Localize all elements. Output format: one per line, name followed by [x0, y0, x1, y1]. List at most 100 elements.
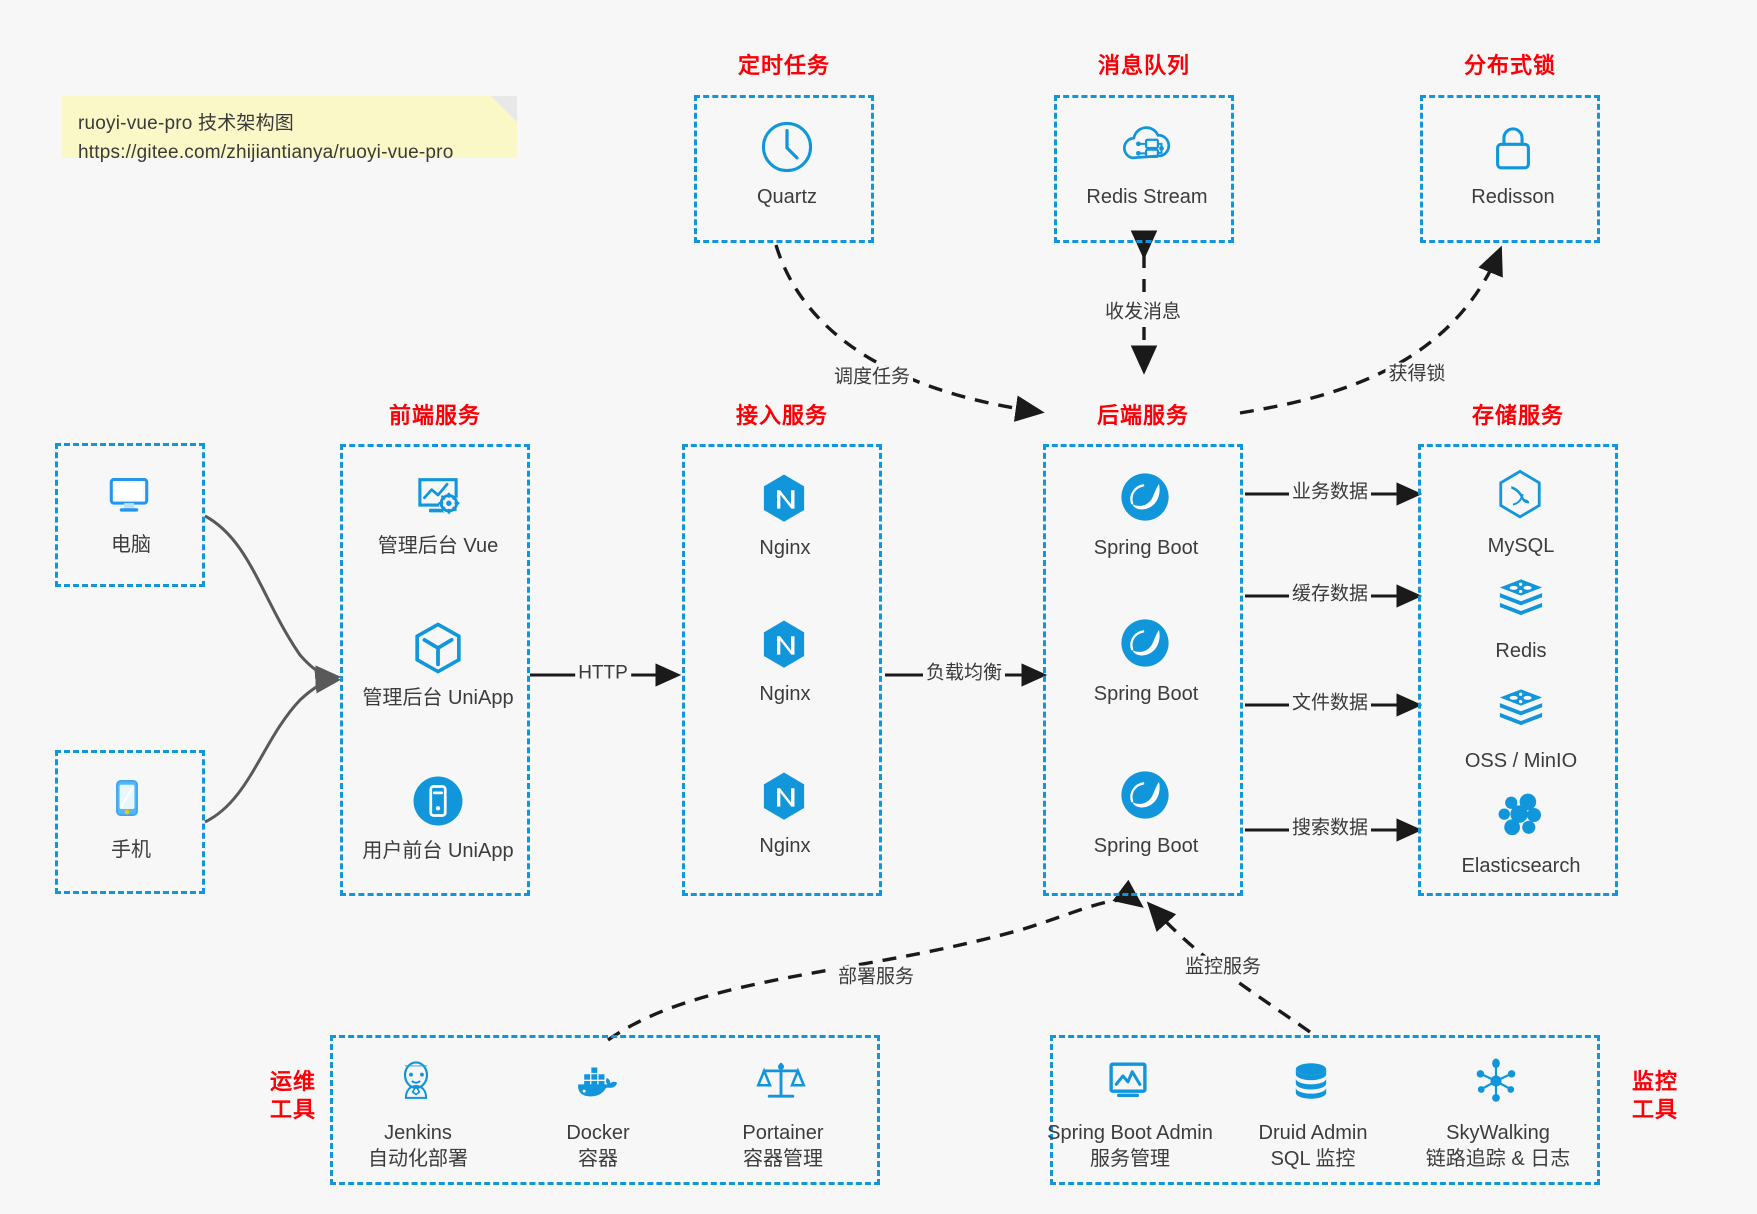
node-skywalking[interactable]: SkyWalking 链路追踪 & 日志: [1403, 1054, 1593, 1173]
edge-label-send-receive-message: 收发消息: [1101, 300, 1185, 326]
node-redis[interactable]: Redis: [1426, 572, 1616, 664]
group-title-backend: 后端服务: [1096, 403, 1189, 428]
node-spring-boot-admin[interactable]: Spring Boot Admin 服务管理: [1035, 1054, 1225, 1173]
diagram-note: ruoyi-vue-pro 技术架构图 https://gitee.com/zh…: [62, 96, 517, 163]
node-label: OSS / MinIO: [1464, 750, 1578, 772]
node-label: 管理后台 Vue: [377, 535, 499, 557]
node-mobile[interactable]: 手机: [36, 771, 226, 863]
group-box-frontend: 管理后台 Vue 管理后台 UniApp 用户前台 UniApp: [340, 444, 530, 896]
redis-stack-icon: [1492, 572, 1550, 630]
mysql-dolphin-icon: [1492, 467, 1550, 525]
edge-acquire-lock: [1239, 245, 1503, 415]
edge-label-schedule-task: 调度任务: [830, 365, 914, 391]
node-label: Redis: [1495, 640, 1547, 662]
group-title-scheduled-task: 定时任务: [737, 53, 830, 78]
node-nginx-1[interactable]: Nginx: [690, 469, 880, 561]
node-label: Spring Boot Admin: [1047, 1122, 1213, 1144]
node-elasticsearch[interactable]: Elasticsearch: [1426, 787, 1616, 879]
node-quartz[interactable]: Quartz: [692, 118, 882, 210]
node-jenkins[interactable]: Jenkins 自动化部署: [323, 1054, 513, 1173]
edge-label-file-data: 文件数据: [1288, 691, 1372, 717]
node-user-uniapp[interactable]: 用户前台 UniApp: [343, 772, 533, 864]
group-title-devops: 运维 工具: [258, 1068, 328, 1123]
node-sublabel: 服务管理: [1090, 1148, 1170, 1170]
node-label: 手机: [111, 839, 151, 861]
node-mysql[interactable]: MySQL: [1426, 467, 1616, 559]
group-box-client-desktop: 电脑: [55, 443, 205, 587]
group-box-client-mobile: 手机: [55, 750, 205, 894]
scales-balance-icon: [754, 1054, 812, 1112]
node-label: Quartz: [756, 186, 818, 208]
node-label: Druid Admin: [1258, 1122, 1368, 1144]
node-sublabel: 容器管理: [743, 1148, 823, 1170]
group-title-monitoring-line2: 工具: [1631, 1096, 1678, 1122]
node-nginx-3[interactable]: Nginx: [690, 767, 880, 859]
node-label: Spring Boot: [1093, 835, 1199, 857]
node-label: Redisson: [1471, 186, 1555, 208]
group-title-gateway: 接入服务: [735, 403, 828, 428]
group-box-backend: Spring Boot Spring Boot Spring Boot: [1043, 444, 1243, 896]
group-box-message-queue: Redis Stream: [1054, 95, 1234, 243]
elasticsearch-icon: [1492, 787, 1550, 845]
node-label: SkyWalking: [1446, 1122, 1550, 1144]
lock-icon: [1484, 118, 1542, 176]
node-spring-boot-1[interactable]: Spring Boot: [1051, 469, 1241, 561]
node-label: Nginx: [759, 683, 811, 705]
group-title-frontend: 前端服务: [388, 403, 481, 428]
smartphone-icon: [102, 771, 160, 829]
group-title-monitoring-line1: 监控: [1631, 1069, 1678, 1094]
node-desktop[interactable]: 电脑: [36, 466, 226, 558]
skywalking-node-icon: [1469, 1054, 1527, 1112]
group-title-message-queue: 消息队列: [1097, 53, 1190, 78]
redis-stack-icon: [1492, 682, 1550, 740]
node-redisson[interactable]: Redisson: [1418, 118, 1608, 210]
jenkins-butler-icon: [389, 1054, 447, 1112]
nginx-icon: [756, 469, 814, 527]
node-druid-admin[interactable]: Druid Admin SQL 监控: [1218, 1054, 1408, 1173]
node-spring-boot-2[interactable]: Spring Boot: [1051, 615, 1241, 707]
edge-label-monitor-service: 监控服务: [1181, 955, 1265, 981]
node-docker[interactable]: Docker 容器: [503, 1054, 693, 1173]
edge-label-load-balance: 负载均衡: [922, 661, 1006, 687]
node-redis-stream[interactable]: Redis Stream: [1052, 118, 1242, 210]
node-label: Portainer: [742, 1122, 824, 1144]
nginx-icon: [756, 767, 814, 825]
monitor-chart-icon: [1101, 1054, 1159, 1112]
node-label: Nginx: [759, 537, 811, 559]
node-sublabel: 链路追踪 & 日志: [1425, 1148, 1571, 1170]
node-label: 用户前台 UniApp: [362, 840, 514, 862]
group-box-distributed-lock: Redisson: [1420, 95, 1600, 243]
node-label: Elasticsearch: [1461, 855, 1581, 877]
note-fold-corner: [491, 96, 517, 122]
nginx-icon: [756, 615, 814, 673]
node-label: Docker: [566, 1122, 630, 1144]
spring-boot-icon: [1117, 615, 1175, 673]
edge-label-business-data: 业务数据: [1288, 480, 1372, 506]
clock-icon: [758, 118, 816, 176]
node-sublabel: 容器: [578, 1148, 618, 1170]
cube-icon: [409, 619, 467, 677]
node-admin-uniapp[interactable]: 管理后台 UniApp: [343, 619, 533, 711]
group-title-devops-line1: 运维: [269, 1069, 316, 1094]
edge-label-deploy-service: 部署服务: [834, 965, 918, 991]
group-box-devops: Jenkins 自动化部署: [330, 1035, 880, 1185]
note-line-url: https://gitee.com/zhijiantianya/ruoyi-vu…: [78, 141, 454, 163]
database-cylinder-icon: [1284, 1054, 1342, 1112]
edge-label-acquire-lock: 获得锁: [1385, 362, 1449, 388]
group-box-storage: MySQL Redis: [1418, 444, 1618, 896]
node-spring-boot-3[interactable]: Spring Boot: [1051, 767, 1241, 859]
node-nginx-2[interactable]: Nginx: [690, 615, 880, 707]
node-sublabel: 自动化部署: [368, 1148, 468, 1170]
node-oss-minio[interactable]: OSS / MinIO: [1426, 682, 1616, 774]
group-title-distributed-lock: 分布式锁: [1463, 53, 1556, 78]
node-label: MySQL: [1487, 535, 1555, 557]
dashboard-gear-icon: [409, 467, 467, 525]
group-title-monitoring: 监控 工具: [1620, 1068, 1690, 1123]
node-portainer[interactable]: Portainer 容器管理: [688, 1054, 878, 1173]
node-label: Spring Boot: [1093, 537, 1199, 559]
group-title-devops-line2: 工具: [269, 1096, 316, 1122]
node-admin-vue[interactable]: 管理后台 Vue: [343, 467, 533, 559]
node-label: 电脑: [111, 534, 151, 556]
docker-whale-icon: [569, 1054, 627, 1112]
